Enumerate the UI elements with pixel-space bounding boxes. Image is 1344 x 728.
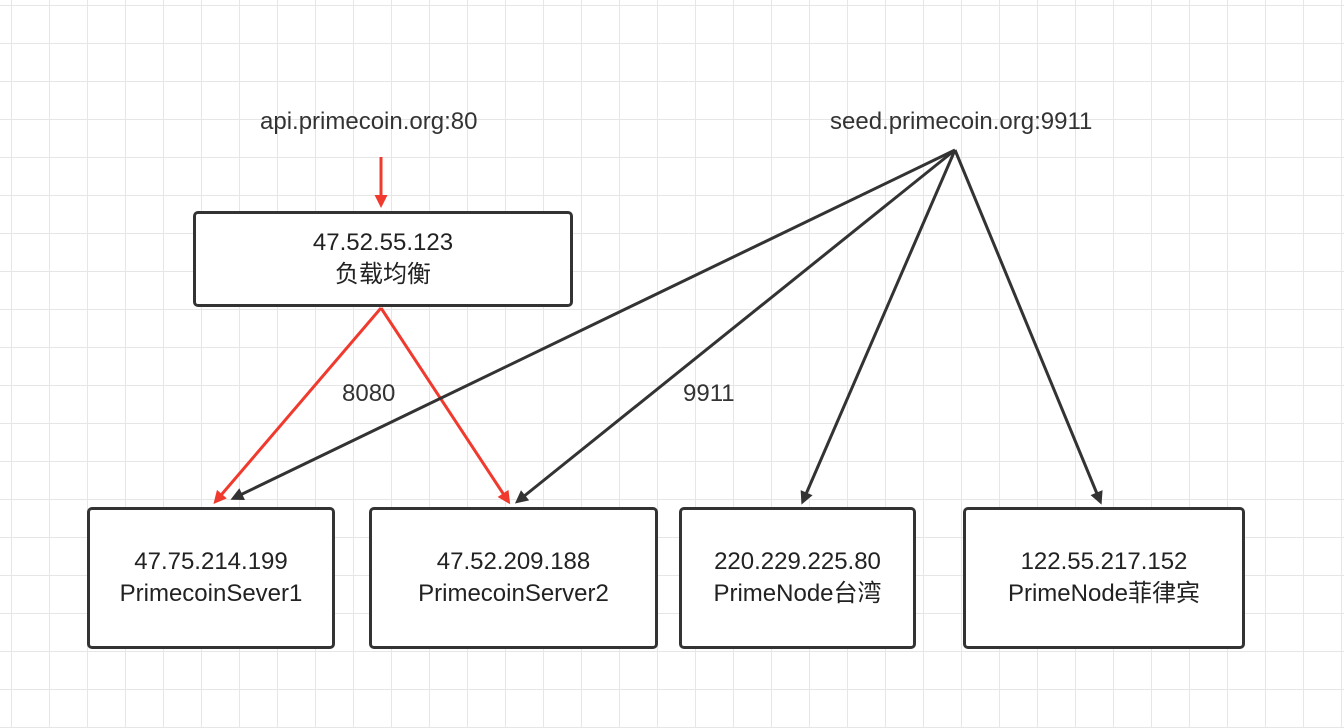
taiwan-node[interactable]: 220.229.225.80 PrimeNode台湾: [679, 507, 916, 649]
philippines-node[interactable]: 122.55.217.152 PrimeNode菲律宾: [963, 507, 1245, 649]
lb-port-label: 8080: [342, 380, 396, 407]
load-balancer-name: 负载均衡: [335, 261, 431, 288]
seed-endpoint-label: seed.primecoin.org:9911: [830, 108, 1093, 135]
taiwan-node-ip: 220.229.225.80: [714, 548, 881, 575]
server2-ip: 47.52.209.188: [436, 548, 591, 575]
edge-seed-to-server1: [230, 148, 956, 500]
api-endpoint-label: api.primecoin.org:80: [260, 108, 478, 135]
edge-seed-to-philippines: [953, 149, 1103, 505]
server1-node[interactable]: 47.75.214.199 PrimecoinSever1: [87, 507, 335, 649]
server1-ip: 47.75.214.199: [134, 548, 288, 575]
edge-lb-to-server2: [379, 307, 511, 505]
philippines-node-name: PrimeNode菲律宾: [1007, 580, 1201, 607]
edge-seed-to-taiwan: [800, 149, 957, 505]
server2-name: PrimecoinServer2: [418, 580, 609, 607]
load-balancer-node[interactable]: 47.52.55.123 负载均衡: [193, 211, 573, 307]
edge-seed-to-server2: [514, 148, 956, 504]
server1-name: PrimecoinSever1: [119, 580, 303, 607]
server2-node[interactable]: 47.52.209.188 PrimecoinServer2: [369, 507, 658, 649]
philippines-node-ip: 122.55.217.152: [1020, 548, 1188, 575]
load-balancer-ip: 47.52.55.123: [312, 229, 454, 256]
taiwan-node-name: PrimeNode台湾: [713, 580, 882, 607]
seed-port-label: 9911: [683, 380, 735, 407]
edge-lb-to-server1: [213, 307, 383, 505]
